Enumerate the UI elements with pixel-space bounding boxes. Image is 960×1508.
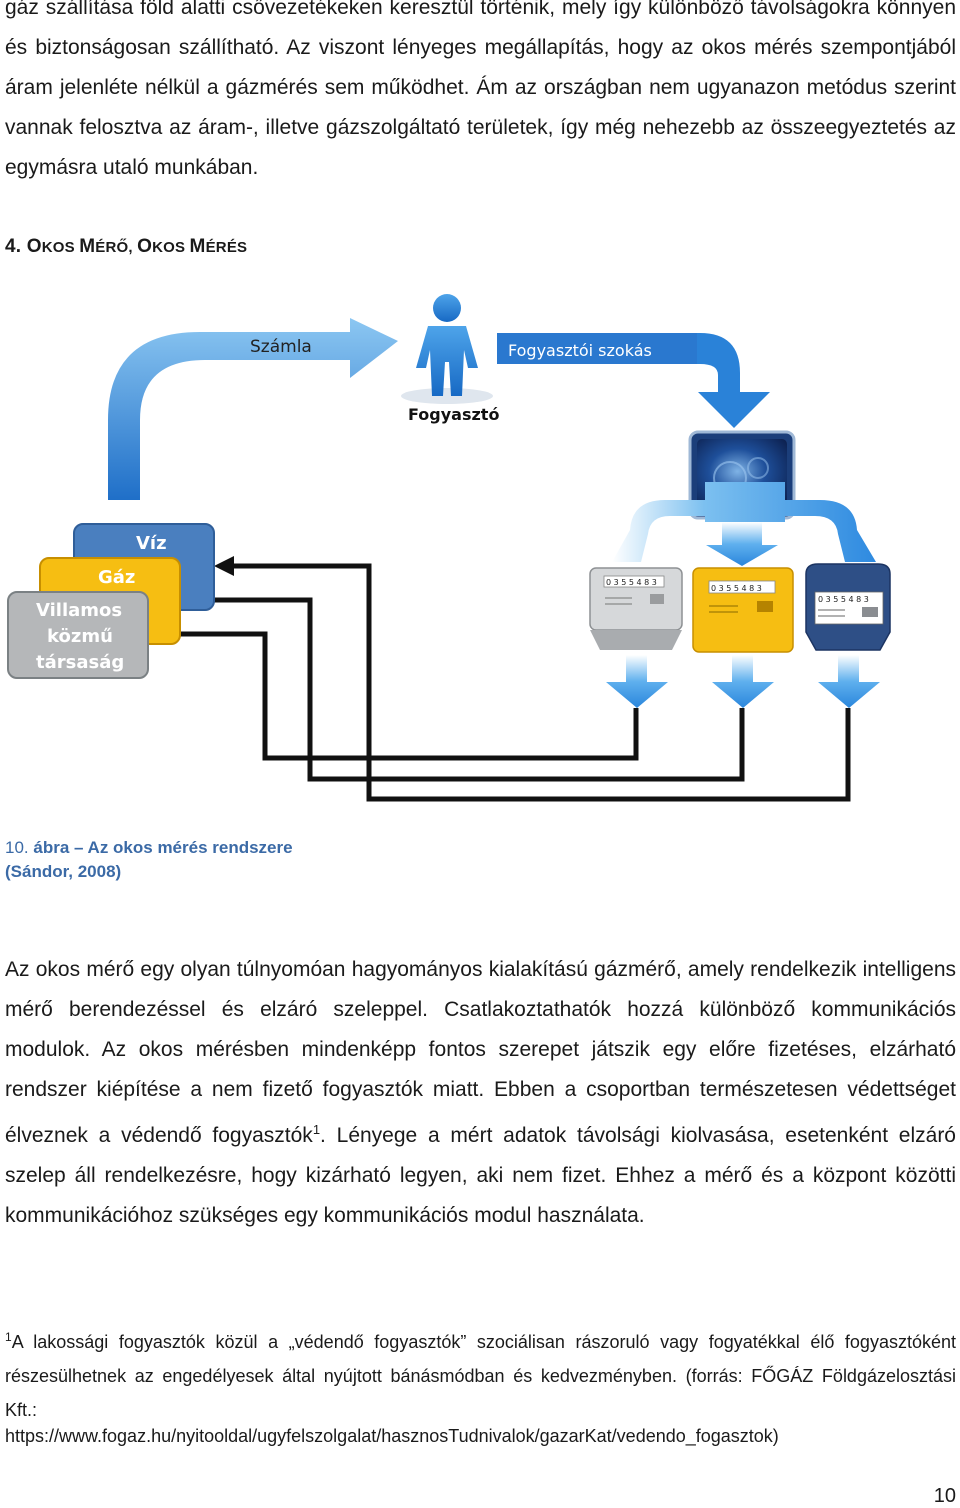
habits-arrow xyxy=(697,333,770,428)
svg-text:Villamos: Villamos xyxy=(36,600,122,621)
yellow-meter: 0 3 5 5 4 8 3 xyxy=(692,567,794,653)
return-lines xyxy=(162,563,851,802)
smart-metering-diagram: Számla Fogyasztó Fogyasztói szokás 0 3 5… xyxy=(7,294,891,802)
down-arrow-gray xyxy=(606,655,668,708)
footnote-marker: 1 xyxy=(5,1330,12,1344)
bill-label: Számla xyxy=(250,337,312,357)
svg-text:Gáz: Gáz xyxy=(98,567,135,588)
electric-utility-card: Villamos közmű társaság xyxy=(7,591,149,679)
down-arrow-yellow xyxy=(712,655,774,708)
section-heading: 4. OKOS MÉRŐ, OKOS MÉRÉS xyxy=(5,236,248,257)
consumer-label: Fogyasztó xyxy=(408,405,499,424)
svg-text:társaság: társaság xyxy=(36,652,124,673)
consumer-person-icon xyxy=(401,294,493,404)
svg-text:0 3 5 5 4 8 3: 0 3 5 5 4 8 3 xyxy=(818,595,869,604)
habits-banner xyxy=(497,333,697,364)
bill-arrow xyxy=(108,318,398,500)
svg-text:Víz: Víz xyxy=(136,533,167,554)
footnote-reference[interactable]: 1 xyxy=(312,1122,321,1137)
habits-label: Fogyasztói szokás xyxy=(508,341,652,360)
blue-meter: 0 3 5 5 4 8 3 xyxy=(805,563,891,651)
footnote-url[interactable]: https://www.fogaz.hu/nyitooldal/ugyfelsz… xyxy=(5,1426,779,1446)
footnote: 1A lakossági fogyasztók közül a „védendő… xyxy=(5,1330,956,1420)
svg-text:0 3 5 5 4 8 3: 0 3 5 5 4 8 3 xyxy=(711,584,762,593)
page-number: 10 xyxy=(933,1485,956,1507)
figure-caption: 10. ábra – Az okos mérés rendszere (Sánd… xyxy=(5,838,293,881)
svg-text:0 3 5 5 4 8 3: 0 3 5 5 4 8 3 xyxy=(606,578,657,587)
svg-text:közmű: közmű xyxy=(47,626,113,647)
main-paragraph: Az okos mérő egy olyan túlnyomóan hagyom… xyxy=(5,958,956,1227)
down-arrow-blue xyxy=(818,655,880,708)
intro-paragraph: gáz szállítása föld alatti csővezetékeke… xyxy=(5,0,956,179)
gray-meter: 0 3 5 5 4 8 3 xyxy=(589,567,683,650)
